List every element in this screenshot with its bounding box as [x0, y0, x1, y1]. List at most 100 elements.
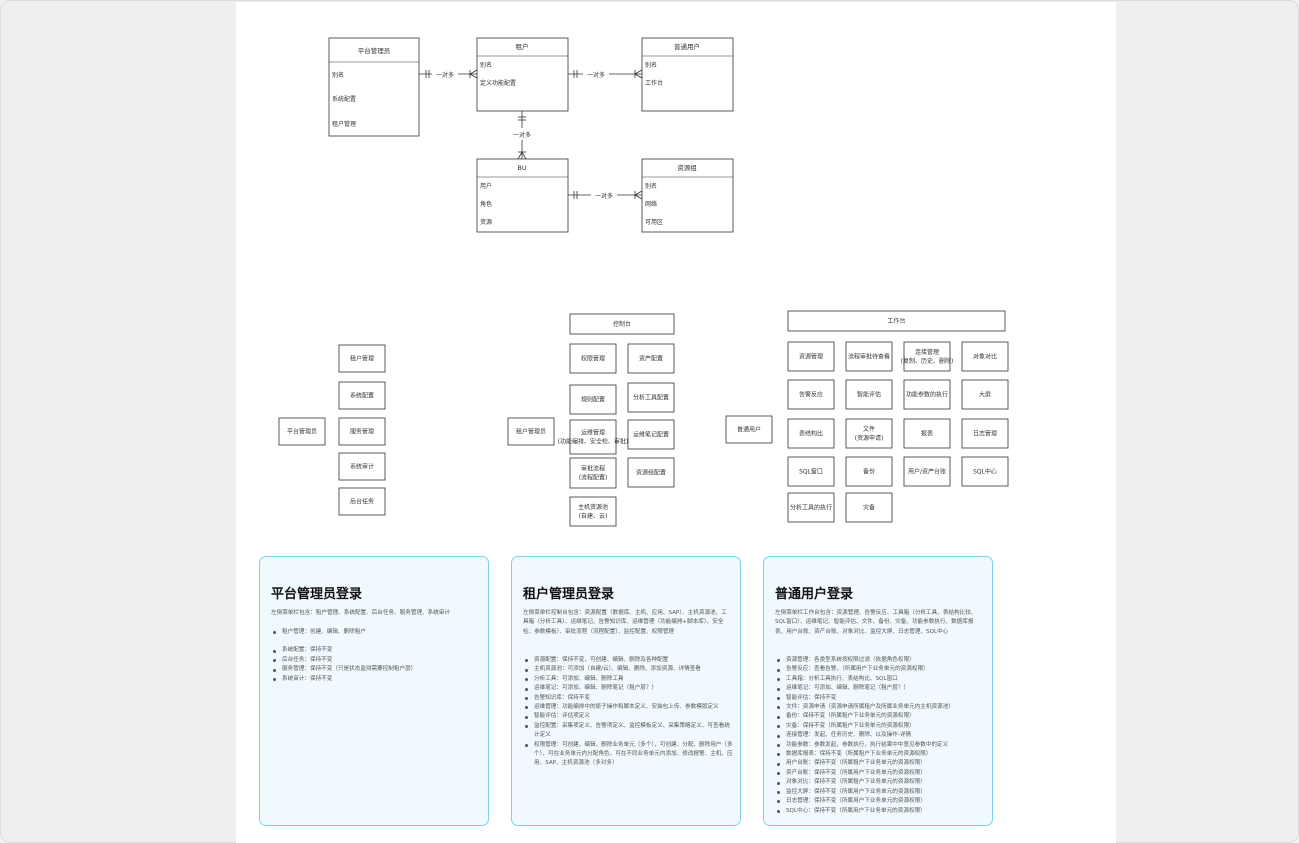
user-node: SQL窗口 — [787, 456, 835, 487]
entity-field: 可用区 — [645, 219, 663, 226]
card-title: 租户管理员登录 — [523, 587, 615, 602]
list-item: 分析工具：可添加、编辑、删除工具 — [523, 675, 735, 684]
user-node-label: 连接管理 — [915, 348, 939, 356]
entity-resource-group: 资源组 别名 网络 可用区 — [641, 158, 734, 233]
list-item: 服务管理：保持不变（只是状态监测需要控制租户层） — [271, 665, 483, 674]
list-item: 租户管理：创建、编辑、删除租户 — [271, 628, 483, 637]
tenant-right-node-label: 资源组配置 — [636, 469, 666, 477]
user-node: 日志管理 — [961, 418, 1009, 449]
card-normal-user: 普通用户登录 左侧菜单栏工作台包含：资源管理、告警反应、工具箱（分析工具、表结构… — [763, 556, 993, 826]
list-item: 资源配置：保持不变，可创建、编辑、删除及各种配置 — [523, 656, 735, 665]
card-intro: 左侧菜单栏包含：租户管理、系统配置、后台任务、服务管理、系统审计 — [271, 610, 451, 616]
tenant-root-node-label: 租户管理员 — [516, 428, 546, 436]
platform-node-label: 租户管理 — [350, 355, 374, 363]
user-node-label: 备份 — [863, 468, 875, 476]
card-title: 普通用户登录 — [775, 587, 854, 602]
user-node-label: 流程审批待查看 — [848, 353, 890, 361]
tenant-left-node-label: 主机资源池 — [578, 503, 608, 511]
platform-node-label: 后台任务 — [350, 498, 374, 506]
entity-field: 别名 — [480, 61, 492, 69]
diagram-svg: 一对多 一对多 一对多 一对多 平台管理员 别名 系统配置 租户管理 租户 别名… — [278, 37, 1009, 527]
tenant-root-node: 租户管理员 — [507, 417, 555, 446]
user-node: 告警反应 — [787, 379, 835, 410]
user-node: 功能参数的执行 — [903, 379, 951, 410]
user-node-label: SQL窗口 — [799, 468, 823, 476]
entity-field: 工作台 — [645, 79, 663, 87]
list-item: 后台任务：保持不变 — [271, 656, 483, 665]
platform-node: 服务管理 — [338, 417, 386, 446]
tenant-left-node-label: 运维管理 — [581, 429, 605, 437]
list-item: 告警反应：查看告警，（所属用户下业务单元的资源权限） — [775, 665, 987, 674]
platform-root-node: 平台管理员 — [278, 417, 326, 446]
entity-field: 资源 — [480, 218, 492, 226]
tenant-right-node: 资源组配置 — [627, 457, 675, 488]
list-item: SQL中心：保持不变（所属用户下业务单元的资源权限） — [775, 807, 987, 816]
user-node: 对象对比 — [961, 341, 1009, 372]
user-node: 连接管理(复制、历史、删除) — [901, 341, 953, 372]
list-item: 运维笔记：可添加、编辑、删除笔记（租户层？） — [523, 684, 735, 693]
tenant-left-node-label: (自建、云) — [579, 512, 608, 520]
tenant-left-node: 审批流程(流程配置) — [569, 457, 617, 489]
user-header-node-label: 工作台 — [887, 317, 905, 325]
entity-title: BU — [517, 164, 526, 172]
entity-field: 别名 — [332, 71, 344, 79]
list-item: 监控配置：采集项定义、告警项定义、监控模板定义、采集策略定义、可查看统计定义 — [523, 722, 735, 741]
list-item: 工具箱：分析工具执行、表结构比、SQL窗口 — [775, 675, 987, 684]
list-item: 日志管理：保持不变（所属用户下业务单元的资源权限） — [775, 797, 987, 806]
list-item: 文件：资源申请（资源申请所属租户及所属业务单元内主机资源池） — [775, 703, 987, 712]
tenant-right-node: 运维笔记配置 — [627, 419, 675, 450]
card-bullet-list: 资源管理：各类型系统按权限过滤（依据角色权限）告警反应：查看告警，（所属用户下业… — [775, 656, 987, 816]
user-node-label: (资源申请) — [855, 434, 884, 442]
tenant-left-node: 运维管理(功能编排、安全检、审批) — [558, 419, 629, 455]
tenant-right-node-label: 资产配置 — [639, 355, 663, 363]
list-item: 资源管理：各类型系统按权限过滤（依据角色权限） — [775, 656, 987, 665]
user-root-node: 普通用户 — [725, 415, 773, 444]
rel-tenant-bu-label: 一对多 — [513, 131, 531, 139]
card-title: 平台管理员登录 — [271, 587, 363, 602]
entity-field: 租户管理 — [332, 120, 356, 128]
tenant-header-node-label: 控制台 — [613, 320, 631, 328]
user-node: 灾备 — [845, 492, 893, 523]
user-node: 备份 — [845, 456, 893, 487]
tenant-right-node-label: 运维笔记配置 — [633, 431, 669, 439]
list-item: 用户台账：保持不变（所属租户下业务单元的资源权限） — [775, 759, 987, 768]
rel-tenant-user-label: 一对多 — [587, 71, 605, 79]
user-node-label: 分析工具的执行 — [790, 504, 832, 512]
list-spacer — [271, 637, 483, 646]
user-node-label: 文件 — [863, 425, 875, 433]
platform-node-label: 服务管理 — [350, 428, 374, 436]
platform-node: 租户管理 — [338, 344, 386, 373]
user-node-label: 日志管理 — [973, 430, 997, 438]
platform-node: 系统配置 — [338, 381, 386, 410]
entity-field: 网络 — [645, 200, 657, 208]
platform-root-node-label: 平台管理员 — [287, 428, 317, 436]
user-node-label: SQL中心 — [973, 468, 997, 476]
user-node-label: 对象对比 — [973, 353, 997, 361]
list-item: 数据库报表：保持不变（所属租户下业务单元的资源权限） — [775, 750, 987, 759]
user-node: 分析工具的执行 — [787, 492, 835, 523]
user-node: 资源管理 — [787, 341, 835, 372]
list-item: 备份：保持不变（所属租户下业务单元的资源权限） — [775, 712, 987, 721]
user-node-label: 告警反应 — [799, 391, 823, 399]
entity-title: 资源组 — [677, 163, 697, 172]
entity-field: 系统配置 — [332, 95, 356, 103]
tenant-left-node: 规则配置 — [569, 384, 617, 415]
entity-field: 别名 — [645, 182, 657, 190]
tenant-left-node-label: 审批流程 — [581, 465, 605, 473]
tenant-header-node: 控制台 — [569, 313, 675, 335]
tenant-left-node-label: 规则配置 — [581, 396, 605, 404]
list-item: 监控大屏：保持不变（所属用户下业务单元的资源权限） — [775, 788, 987, 797]
list-item: 连接管理：发起、任务历史、删除、以及操作-详情 — [775, 731, 987, 740]
entity-bu: BU 用户 角色 资源 — [476, 158, 569, 233]
list-item: 资产台账：保持不变（所属用户下业务单元的资源权限） — [775, 769, 987, 778]
tenant-left-node-label: 权限管理 — [581, 355, 605, 363]
card-bullet-list: 租户管理：创建、编辑、删除租户系统配置：保持不变后台任务：保持不变服务管理：保持… — [271, 628, 483, 684]
tenant-left-node-label: (流程配置) — [579, 474, 608, 482]
user-node-label: 大屏 — [979, 391, 991, 399]
user-node: 用户/资产台账 — [903, 456, 951, 487]
user-node-label: 功能参数的执行 — [906, 391, 948, 399]
tenant-left-node-label: (功能编排、安全检、审批) — [558, 438, 629, 446]
list-item: 系统配置：保持不变 — [271, 646, 483, 655]
list-item: 智能评估：保持不变 — [775, 694, 987, 703]
